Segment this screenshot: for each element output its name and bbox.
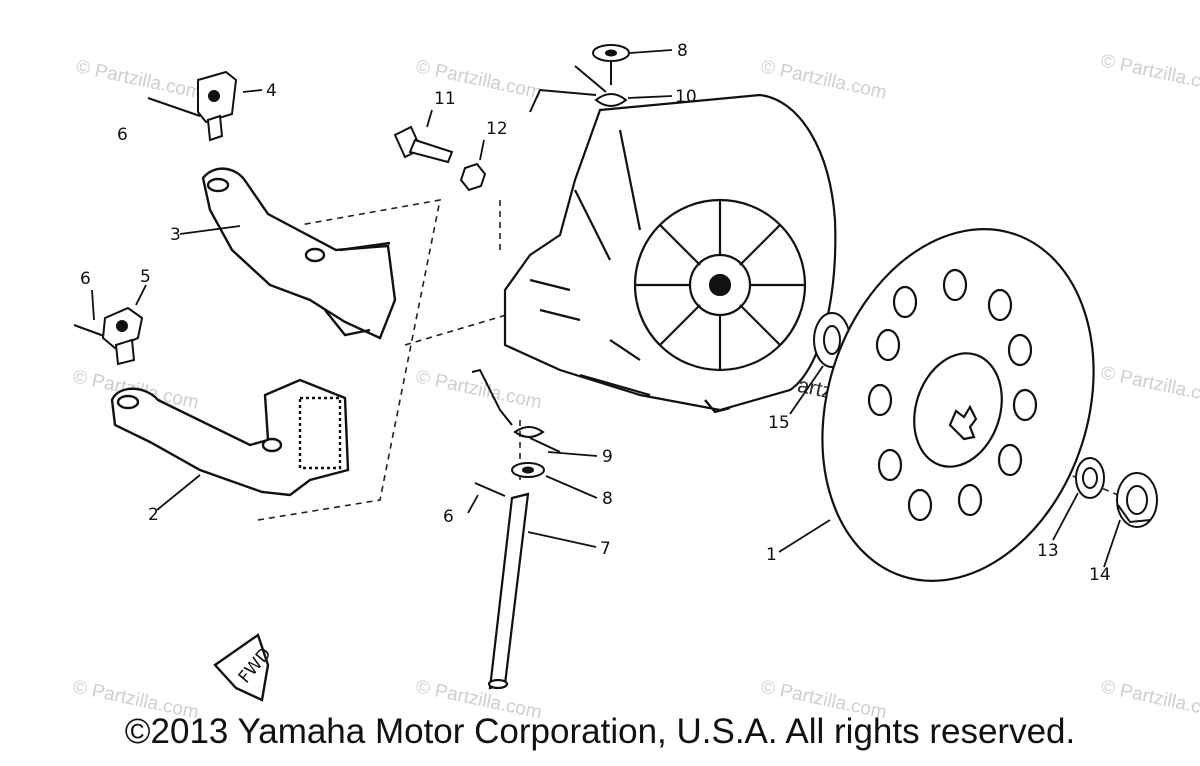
part-label-3: 3: [170, 225, 181, 245]
watermark: © Partzilla.com: [1099, 50, 1200, 97]
lower-spring-assembly: [471, 368, 561, 497]
bolt-and-nut: [393, 125, 487, 192]
pivot-shaft: [487, 492, 530, 690]
watermark: © Partzilla.com: [1099, 362, 1200, 409]
part-label-8-lower: 8: [602, 489, 613, 509]
part-label-12: 12: [486, 119, 508, 139]
leader-lines: [91, 49, 1121, 568]
part-label-6-left: 6: [80, 269, 91, 289]
clamp-bracket-lower: [73, 306, 144, 366]
bearing-assembly: [1075, 457, 1158, 528]
part-label-10: 10: [675, 87, 697, 107]
part-number-labels: 8 10 4 6 11 12 3 5 6 2 9 8 6 7 1 15 13 1…: [80, 41, 1111, 585]
part-label-11: 11: [434, 89, 456, 109]
part-label-4: 4: [266, 81, 277, 101]
part-label-7: 7: [600, 539, 611, 559]
copyright-notice: ©2013 Yamaha Motor Corporation, U.S.A. A…: [124, 712, 1076, 751]
upper-arm: [201, 167, 397, 340]
watermark: © Partzilla.com: [414, 366, 544, 413]
brake-disc: [821, 228, 1095, 582]
watermark: © Partzilla.com: [74, 56, 204, 103]
forward-direction-stamp: FWD: [213, 633, 276, 702]
part-label-6-lower: 6: [443, 507, 454, 527]
part-label-15: 15: [768, 413, 790, 433]
upper-spring-assembly: [529, 44, 630, 113]
watermark: © Partzilla.com: [759, 56, 889, 103]
part-label-9: 9: [602, 447, 613, 467]
lower-arm: [110, 378, 350, 497]
part-label-6-upper: 6: [117, 125, 128, 145]
part-label-1: 1: [766, 545, 777, 565]
drive-case-housing: [503, 93, 837, 414]
part-label-5: 5: [140, 267, 151, 287]
part-label-13: 13: [1037, 541, 1059, 561]
part-label-2: 2: [148, 505, 159, 525]
part-label-14: 14: [1089, 565, 1111, 585]
part-label-8-upper: 8: [677, 41, 688, 61]
clamp-bracket-upper: [147, 70, 238, 142]
